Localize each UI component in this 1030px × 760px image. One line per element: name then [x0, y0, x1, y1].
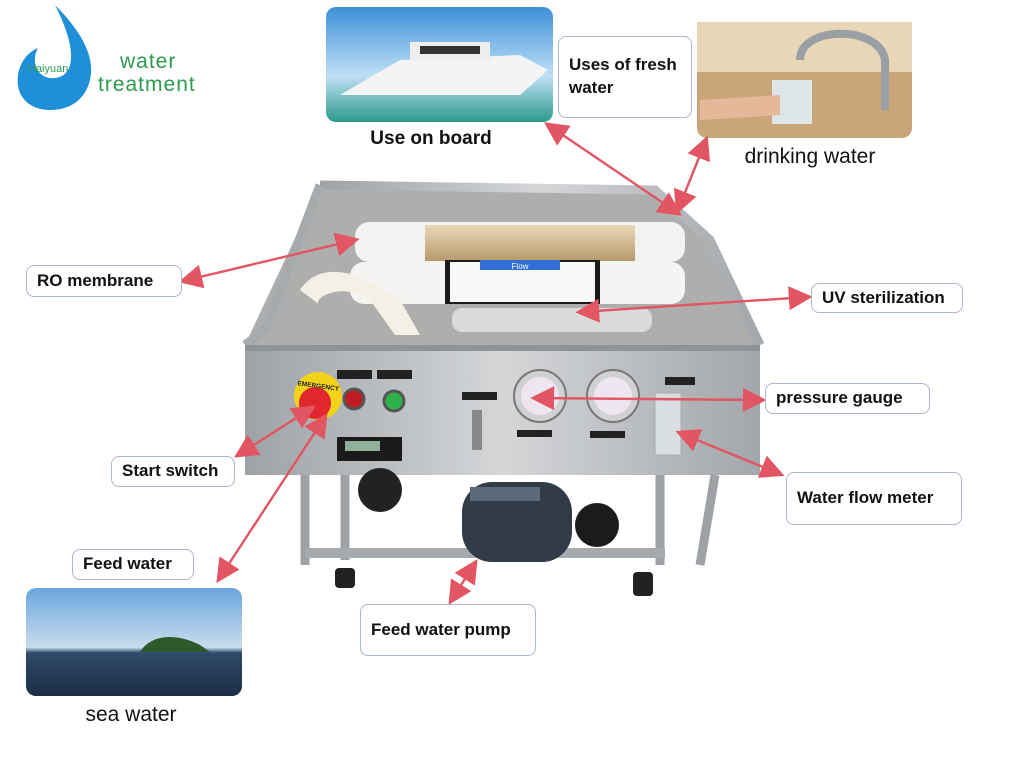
arrow-uv — [575, 286, 813, 323]
callout-arrows — [178, 122, 813, 606]
caption-sea-water: sea water — [85, 703, 177, 726]
label-feed-water-pump: Feed water pump — [360, 604, 536, 656]
label-uses-of-fresh-water: Uses of fresh water — [558, 36, 692, 118]
arrow-flow — [675, 429, 785, 478]
arrow-ro — [178, 232, 360, 289]
arrow-pump — [448, 558, 478, 606]
label-feed-water: Feed water — [72, 549, 194, 580]
arrow-feed — [216, 412, 328, 584]
label-start-switch: Start switch — [111, 456, 235, 487]
arrow-gauge — [530, 386, 767, 412]
boat-photo — [326, 7, 553, 122]
flow-tag: Flow — [512, 262, 529, 271]
logo-line1: water — [120, 50, 177, 73]
arrow-uses-frame — [544, 122, 682, 216]
label-pressure-gauge: pressure gauge — [765, 383, 930, 414]
label-uv-sterilization: UV sterilization — [811, 283, 963, 313]
caption-drinking-water: drinking water — [744, 145, 876, 168]
label-water-flow-meter: Water flow meter — [786, 472, 962, 525]
label-ro-membrane: RO membrane — [26, 265, 182, 297]
logo-text: water treatment — [98, 50, 196, 96]
sea-water-photo — [26, 588, 242, 696]
logo-line2: treatment — [98, 73, 196, 96]
logo-drop-icon — [17, 5, 92, 110]
drinking-water-photo — [697, 22, 912, 138]
logo-brand: Haiyuan — [28, 63, 69, 75]
arrow-drinking — [673, 135, 711, 215]
caption-use-on-board: Use on board — [370, 128, 492, 149]
